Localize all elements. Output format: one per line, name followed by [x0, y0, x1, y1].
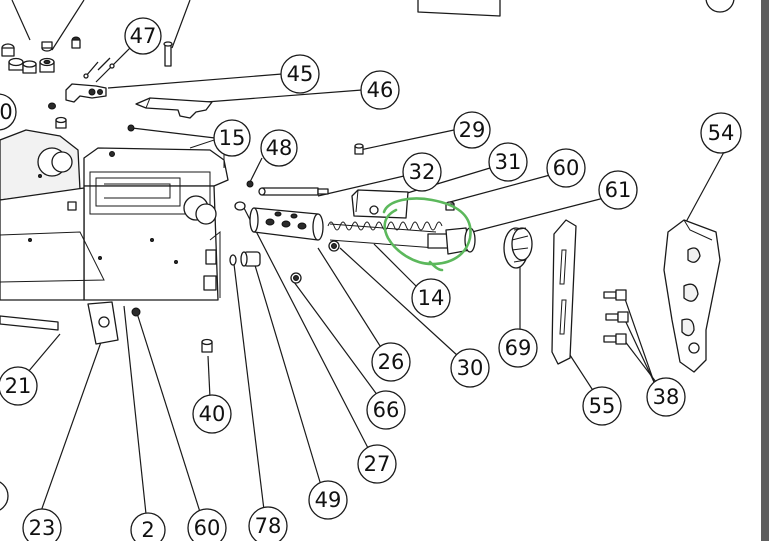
callout-49: 49 — [308, 480, 348, 520]
small-pins — [48, 102, 364, 188]
callout-60-bottom: 60 — [187, 508, 227, 541]
part-69-knob — [503, 227, 533, 269]
small-rings — [229, 201, 261, 267]
callout-48: 48 — [260, 129, 298, 167]
callout-21: 21 — [0, 366, 38, 406]
part-21-rod — [0, 315, 59, 331]
callout-47: 47 — [124, 17, 162, 55]
highlight-circle — [382, 197, 472, 272]
callout-60-top: 60 — [546, 148, 586, 188]
svg-text:69: 69 — [505, 336, 532, 360]
cropped-top-box — [417, 0, 735, 17]
part-61-plunger — [427, 227, 476, 255]
svg-text:26: 26 — [378, 350, 405, 374]
callout-55: 55 — [582, 386, 622, 426]
svg-text:60: 60 — [194, 516, 221, 540]
callout-32: 32 — [402, 152, 442, 192]
svg-text:0: 0 — [0, 100, 13, 124]
svg-text:48: 48 — [266, 136, 293, 160]
svg-text:61: 61 — [605, 178, 632, 202]
callout-30: 30 — [450, 348, 490, 388]
svg-text:27: 27 — [364, 452, 391, 476]
svg-text:31: 31 — [495, 150, 522, 174]
svg-text:55: 55 — [589, 394, 616, 418]
svg-text:38: 38 — [653, 385, 680, 409]
svg-text:23: 23 — [29, 516, 56, 540]
callout-15: 15 — [213, 119, 251, 157]
callout-29: 29 — [453, 111, 491, 149]
part-32-pin — [258, 187, 329, 196]
callout-26: 26 — [371, 342, 411, 382]
svg-text:21: 21 — [5, 374, 32, 398]
callout-23: 23 — [22, 508, 62, 541]
main-receiver-body — [0, 129, 229, 301]
svg-text:2: 2 — [141, 518, 154, 541]
part-27-tube — [249, 207, 324, 241]
callout-61: 61 — [598, 170, 638, 210]
callout-45: 45 — [280, 54, 320, 94]
part-55-plate — [551, 219, 577, 365]
svg-text:15: 15 — [219, 126, 246, 150]
callout-78: 78 — [248, 506, 288, 541]
svg-text:29: 29 — [459, 118, 486, 142]
part-30-and-66 — [290, 240, 340, 284]
svg-text:49: 49 — [315, 488, 342, 512]
callout-46: 46 — [360, 70, 400, 110]
callout-27: 27 — [357, 444, 397, 484]
svg-text:60: 60 — [553, 156, 580, 180]
window-edge — [761, 0, 769, 541]
callout-0: 0 — [0, 93, 17, 131]
callout-69: 69 — [498, 328, 538, 368]
svg-text:47: 47 — [130, 24, 157, 48]
part-54-grip — [663, 219, 721, 373]
svg-text:40: 40 — [199, 402, 226, 426]
svg-text:46: 46 — [367, 78, 394, 102]
callout-31: 31 — [488, 142, 528, 182]
part-23-plate — [87, 301, 141, 345]
top-left-small-parts — [1, 36, 173, 79]
callout-66: 66 — [366, 390, 406, 430]
svg-text:14: 14 — [418, 286, 445, 310]
svg-text:54: 54 — [708, 121, 735, 145]
svg-text:32: 32 — [409, 160, 436, 184]
svg-text:45: 45 — [287, 62, 314, 86]
callout-2: 2 — [130, 512, 166, 541]
part-40-pin — [201, 338, 213, 353]
svg-text:30: 30 — [457, 356, 484, 380]
svg-text:66: 66 — [373, 398, 400, 422]
part-31-block — [351, 189, 455, 219]
callout-54: 54 — [700, 112, 742, 154]
part-47-bracket — [65, 83, 107, 103]
part-46-plate — [135, 97, 213, 119]
part-38-screws — [603, 289, 629, 345]
callout-40: 40 — [192, 394, 232, 434]
callout-cropped-left — [0, 481, 9, 511]
svg-text:78: 78 — [255, 514, 282, 538]
callout-14: 14 — [411, 278, 451, 318]
callout-38: 38 — [646, 377, 686, 417]
